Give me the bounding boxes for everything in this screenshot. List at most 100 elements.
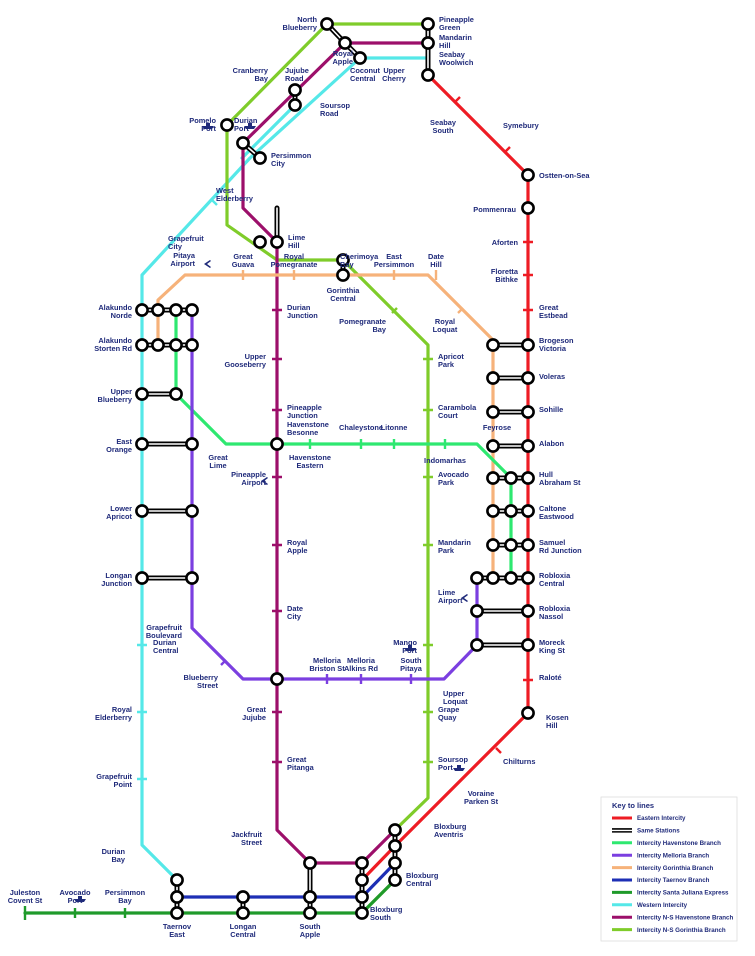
legend-item-label: Intercity N-S Havenstone Branch bbox=[637, 914, 733, 921]
station-alakundo-storten-2[interactable] bbox=[151, 338, 165, 352]
station-longan-junction-1[interactable] bbox=[135, 571, 149, 585]
ferry-icon bbox=[74, 896, 86, 902]
station-caltone-2[interactable] bbox=[504, 504, 518, 518]
station-seabay-woolwich[interactable] bbox=[421, 68, 435, 82]
station-robloxia-central-2[interactable] bbox=[486, 571, 500, 585]
station-longan-central-1[interactable] bbox=[236, 890, 250, 904]
station-sohille-1[interactable] bbox=[486, 405, 500, 419]
station-bloxburg-aventris-1[interactable] bbox=[388, 823, 402, 837]
station-alakundo-storten-1[interactable] bbox=[135, 338, 149, 352]
station-persimmon-city[interactable] bbox=[253, 151, 267, 165]
station-alakundo-norde-3[interactable] bbox=[169, 303, 183, 317]
station-samuel-2[interactable] bbox=[504, 538, 518, 552]
station-alakundo-norde-4[interactable] bbox=[185, 303, 199, 317]
station-alakundo-storten-4[interactable] bbox=[185, 338, 199, 352]
station-voleras-2[interactable] bbox=[521, 371, 535, 385]
station-alabon-1[interactable] bbox=[486, 439, 500, 453]
station-pommenrau[interactable] bbox=[521, 201, 535, 215]
station-cherimoya-bay[interactable] bbox=[336, 253, 350, 267]
station-brogeson-victoria-1[interactable] bbox=[486, 338, 500, 352]
station-lime-hill[interactable] bbox=[270, 235, 284, 249]
station-coconut-central[interactable] bbox=[353, 51, 367, 65]
station-hull-abraham-1[interactable] bbox=[486, 471, 500, 485]
station-samuel-3[interactable] bbox=[521, 538, 535, 552]
station-taernov-east-1[interactable] bbox=[170, 873, 184, 887]
station-robloxia-central-4[interactable] bbox=[521, 571, 535, 585]
station-robloxia-central-3[interactable] bbox=[504, 571, 518, 585]
legend-item-label: Same Stations bbox=[637, 828, 680, 835]
station-jackfruit-1[interactable] bbox=[303, 856, 317, 870]
station-hull-abraham-3[interactable] bbox=[521, 471, 535, 485]
minor-stops bbox=[23, 96, 533, 920]
station-cranberry-bay[interactable] bbox=[220, 118, 234, 132]
station-taernov-east-2[interactable] bbox=[170, 890, 184, 904]
station-jackfruit-2[interactable] bbox=[355, 856, 369, 870]
station-gorinthia-central[interactable] bbox=[336, 268, 350, 282]
station-ostten-on-sea[interactable] bbox=[521, 168, 535, 182]
station-caltone-1[interactable] bbox=[486, 504, 500, 518]
station-lower-apricot-1[interactable] bbox=[135, 504, 149, 518]
station-bloxburg-central-1[interactable] bbox=[388, 856, 402, 870]
station-brogeson-victoria-2[interactable] bbox=[521, 338, 535, 352]
station-caltone-3[interactable] bbox=[521, 504, 535, 518]
station-longan-junction-2[interactable] bbox=[185, 571, 199, 585]
station-bloxburg-south-1[interactable] bbox=[355, 873, 369, 887]
station-mandarin-hill[interactable] bbox=[421, 36, 435, 50]
station-durian-port[interactable] bbox=[236, 136, 250, 150]
station-east-orange-1[interactable] bbox=[135, 437, 149, 451]
station-alakundo-norde-2[interactable] bbox=[151, 303, 165, 317]
station-alakundo-norde-1[interactable] bbox=[135, 303, 149, 317]
station-robloxia-nassol-2[interactable] bbox=[521, 604, 535, 618]
station-havenstone-besonne[interactable] bbox=[270, 437, 284, 451]
station-south-apple-2[interactable] bbox=[303, 906, 317, 920]
station-label: Aforten bbox=[492, 238, 519, 247]
station-samuel-1[interactable] bbox=[486, 538, 500, 552]
line-eastern-intercity bbox=[360, 73, 530, 915]
station-alabon-2[interactable] bbox=[521, 439, 535, 453]
station-taernov-east-3[interactable] bbox=[170, 906, 184, 920]
station-voleras-1[interactable] bbox=[486, 371, 500, 385]
interchange-stations bbox=[135, 17, 535, 920]
legend-item-label: Western Intercity bbox=[637, 902, 688, 909]
station-lower-apricot-2[interactable] bbox=[185, 504, 199, 518]
station-upper-blueberry-1[interactable] bbox=[135, 387, 149, 401]
station-bloxburg-aventris-2[interactable] bbox=[388, 839, 402, 853]
station-south-apple-1[interactable] bbox=[303, 890, 317, 904]
station-longan-central-2[interactable] bbox=[236, 906, 250, 920]
station-soursop-road[interactable] bbox=[288, 98, 302, 112]
station-moreck-king-1[interactable] bbox=[470, 638, 484, 652]
station-pineapple-green[interactable] bbox=[421, 17, 435, 31]
station-great-jujube-junction[interactable] bbox=[270, 672, 284, 686]
station-bloxburg-south-3[interactable] bbox=[355, 906, 369, 920]
station-north-blueberry[interactable] bbox=[320, 17, 334, 31]
station-bloxburg-south-2[interactable] bbox=[355, 890, 369, 904]
station-label: Ostten-on-Sea bbox=[539, 171, 590, 180]
legend-item-label: Intercity Santa Juliana Express bbox=[637, 890, 729, 897]
station-robloxia-nassol-1[interactable] bbox=[470, 604, 484, 618]
station-royal-apple-north[interactable] bbox=[338, 36, 352, 50]
station-west-elderberry[interactable] bbox=[253, 235, 267, 249]
station-bloxburg-central-2[interactable] bbox=[388, 873, 402, 887]
station-east-orange-2[interactable] bbox=[185, 437, 199, 451]
station-hull-abraham-2[interactable] bbox=[504, 471, 518, 485]
station-moreck-king-2[interactable] bbox=[521, 638, 535, 652]
station-jujube-road[interactable] bbox=[288, 83, 302, 97]
station-upper-blueberry-2[interactable] bbox=[169, 387, 183, 401]
station-kosen-hill[interactable] bbox=[521, 706, 535, 720]
station-sohille-2[interactable] bbox=[521, 405, 535, 419]
station-robloxia-central-1[interactable] bbox=[470, 571, 484, 585]
station-alakundo-storten-3[interactable] bbox=[169, 338, 183, 352]
